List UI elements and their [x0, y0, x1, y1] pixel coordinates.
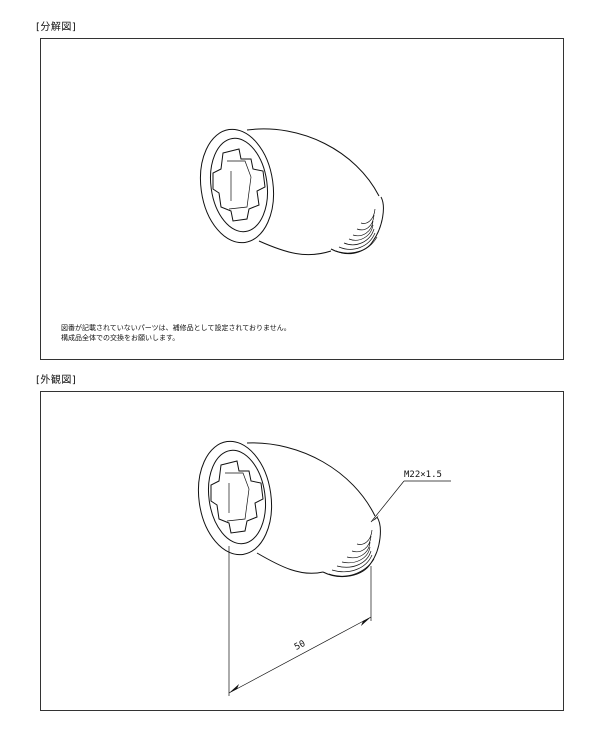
parts-note: 図番が記載されていないパーツは、補修品として設定されておりません。 構成品全体で…	[61, 323, 291, 343]
elbow-part-drawing-external	[197, 440, 451, 696]
external-view-panel: M22×1.5 50	[40, 391, 564, 711]
parts-note-line-2: 構成品全体での交換をお願いします。	[61, 334, 180, 342]
parts-note-line-1: 図番が記載されていないパーツは、補修品として設定されておりません。	[61, 324, 291, 332]
thread-leader-line	[370, 480, 405, 523]
thread-size-label: M22×1.5	[404, 470, 442, 480]
exploded-view-panel: 図番が記載されていないパーツは、補修品として設定されておりません。 構成品全体で…	[40, 38, 564, 360]
threaded-end	[330, 196, 384, 255]
elbow-part-drawing-exploded	[199, 128, 384, 256]
length-dimension-line	[228, 616, 372, 694]
exploded-view-label: [分解図]	[36, 22, 77, 33]
external-view-label: [外観図]	[36, 375, 77, 386]
